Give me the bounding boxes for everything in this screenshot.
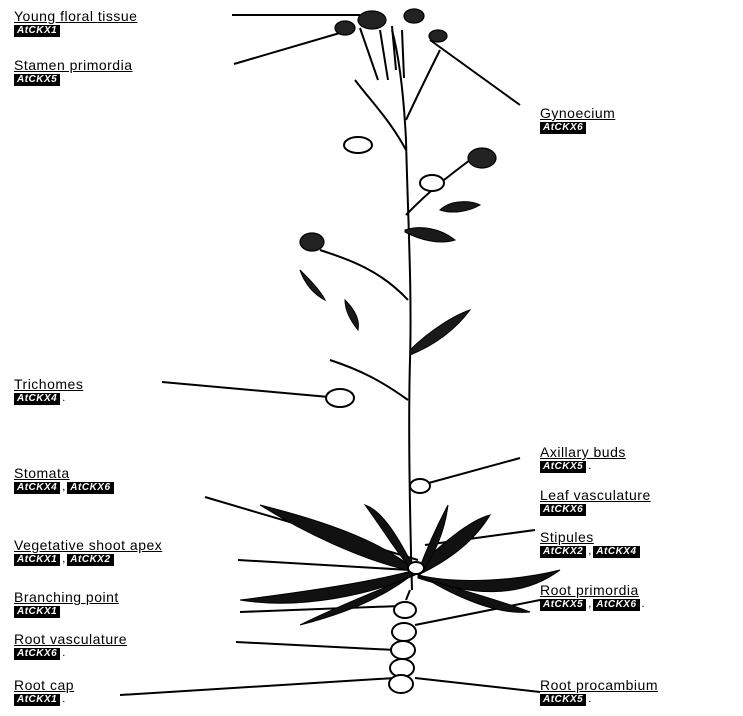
label-title: Stamen primordia [14, 58, 133, 72]
label-title: Axillary buds [540, 445, 626, 459]
label-title: Gynoecium [540, 106, 615, 120]
gene-badge: AtCKX5 [540, 694, 586, 706]
label-title: Trichomes [14, 377, 83, 391]
gene-badge: AtCKX6 [593, 599, 639, 611]
separator: , [62, 553, 65, 565]
separator: . [62, 392, 65, 404]
gene-badge: AtCKX4 [14, 482, 60, 494]
separator: . [62, 693, 65, 705]
label-axillary-buds: Axillary buds AtCKX5. [540, 445, 626, 473]
gene-badge: AtCKX1 [14, 25, 60, 37]
label-title: Young floral tissue [14, 9, 137, 23]
gene-badge: AtCKX6 [67, 482, 113, 494]
separator: . [588, 693, 591, 705]
label-title: Stipules [540, 530, 642, 544]
label-title: Root primordia [540, 583, 647, 597]
label-gynoecium: Gynoecium AtCKX6 [540, 106, 615, 134]
inflorescence [300, 9, 496, 251]
label-title: Branching point [14, 590, 119, 604]
separator: . [642, 598, 645, 610]
separator: , [62, 481, 65, 493]
separator: . [588, 460, 591, 472]
gene-badge: AtCKX5 [540, 599, 586, 611]
label-leaf-vasculature: Leaf vasculature AtCKX6 [540, 488, 651, 516]
label-title: Leaf vasculature [540, 488, 651, 502]
label-stomata: Stomata AtCKX4,AtCKX6 [14, 466, 116, 494]
label-title: Root cap [14, 678, 74, 692]
gene-badge: AtCKX4 [14, 393, 60, 405]
label-branching-point: Branching point AtCKX1 [14, 590, 119, 618]
label-title: Root procambium [540, 678, 658, 692]
label-vegetative-shoot-apex: Vegetative shoot apex AtCKX1,AtCKX2 [14, 538, 162, 566]
label-young-floral-tissue: Young floral tissue AtCKX1 [14, 9, 137, 37]
gene-badge: AtCKX6 [540, 504, 586, 516]
gene-badge: AtCKX6 [540, 122, 586, 134]
separator: , [588, 545, 591, 557]
label-title: Vegetative shoot apex [14, 538, 162, 552]
gene-badge: AtCKX1 [14, 606, 60, 618]
separator: . [62, 647, 65, 659]
label-root-procambium: Root procambium AtCKX5. [540, 678, 658, 706]
root-segments [389, 602, 416, 693]
separator: , [588, 598, 591, 610]
label-root-cap: Root cap AtCKX1. [14, 678, 74, 706]
label-root-vasculature: Root vasculature AtCKX6. [14, 632, 127, 660]
label-title: Root vasculature [14, 632, 127, 646]
stem [320, 30, 470, 600]
gene-badge: AtCKX1 [14, 694, 60, 706]
label-stamen-primordia: Stamen primordia AtCKX5 [14, 58, 133, 86]
gene-badge: AtCKX2 [540, 546, 586, 558]
label-root-primordia: Root primordia AtCKX5,AtCKX6. [540, 583, 647, 611]
gene-badge: AtCKX5 [14, 74, 60, 86]
gene-badge: AtCKX6 [14, 648, 60, 660]
gene-badge: AtCKX2 [67, 554, 113, 566]
cauline-leaves [300, 137, 480, 407]
gene-badge: AtCKX4 [593, 546, 639, 558]
label-trichomes: Trichomes AtCKX4. [14, 377, 83, 405]
label-stipules: Stipules AtCKX2,AtCKX4 [540, 530, 642, 558]
gene-badge: AtCKX5 [540, 461, 586, 473]
gene-badge: AtCKX1 [14, 554, 60, 566]
label-title: Stomata [14, 466, 116, 480]
